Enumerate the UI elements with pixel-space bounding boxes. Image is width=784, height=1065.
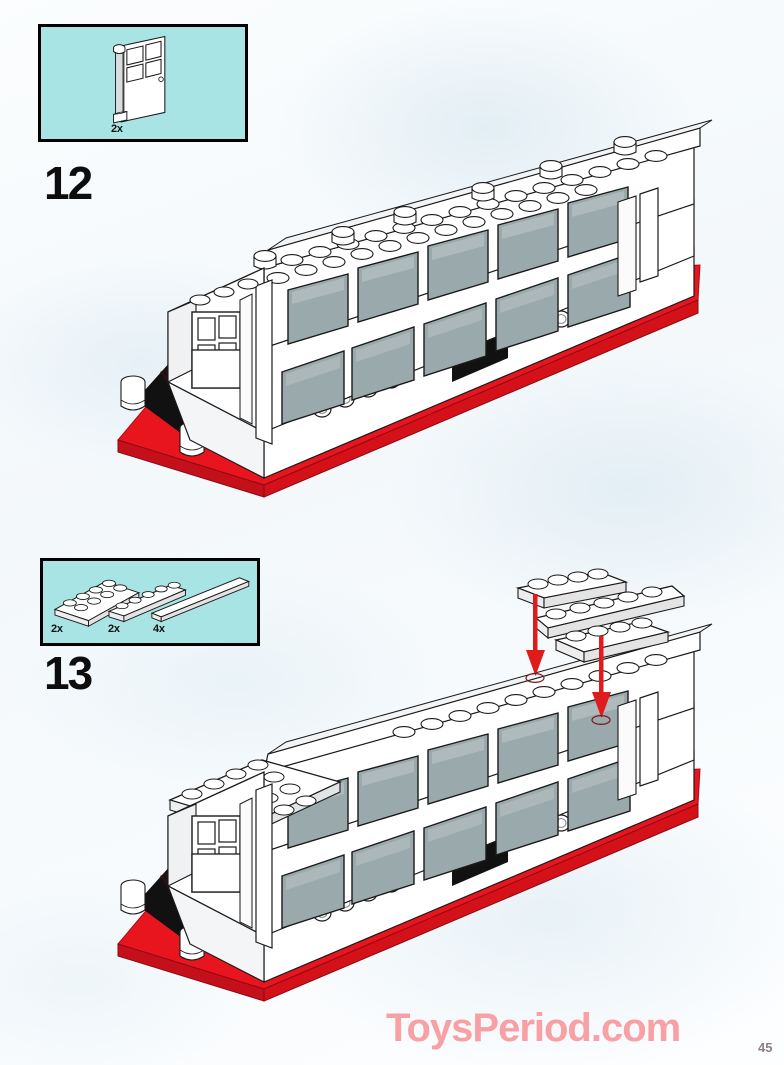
train-door-with-window-part	[113, 35, 166, 124]
plate-1x8-part	[150, 577, 251, 623]
part-quantity-label: 4x	[153, 623, 165, 635]
step-number-13: 13	[44, 647, 93, 699]
parts-callout-12: 2x	[38, 24, 248, 142]
placement-arrow-right	[592, 636, 611, 718]
floating-plate-2x6	[553, 617, 671, 663]
parts-callout-13: 2x 2x 4x	[40, 558, 260, 646]
floating-plate-upper	[515, 568, 629, 609]
part-quantity-label: 2x	[111, 123, 123, 135]
plate-2x6-part	[53, 579, 141, 628]
part-quantity-label: 2x	[51, 623, 63, 635]
step-number-12: 12	[44, 157, 93, 209]
part-quantity-label: 2x	[108, 623, 120, 635]
plate-1x6-part	[107, 581, 187, 623]
floating-plate-diagonal	[534, 585, 686, 640]
placement-arrow-left	[526, 594, 545, 676]
watermark-toysperiod: ToysPeriod.com	[386, 1006, 681, 1050]
page-number: 45	[758, 1040, 773, 1055]
